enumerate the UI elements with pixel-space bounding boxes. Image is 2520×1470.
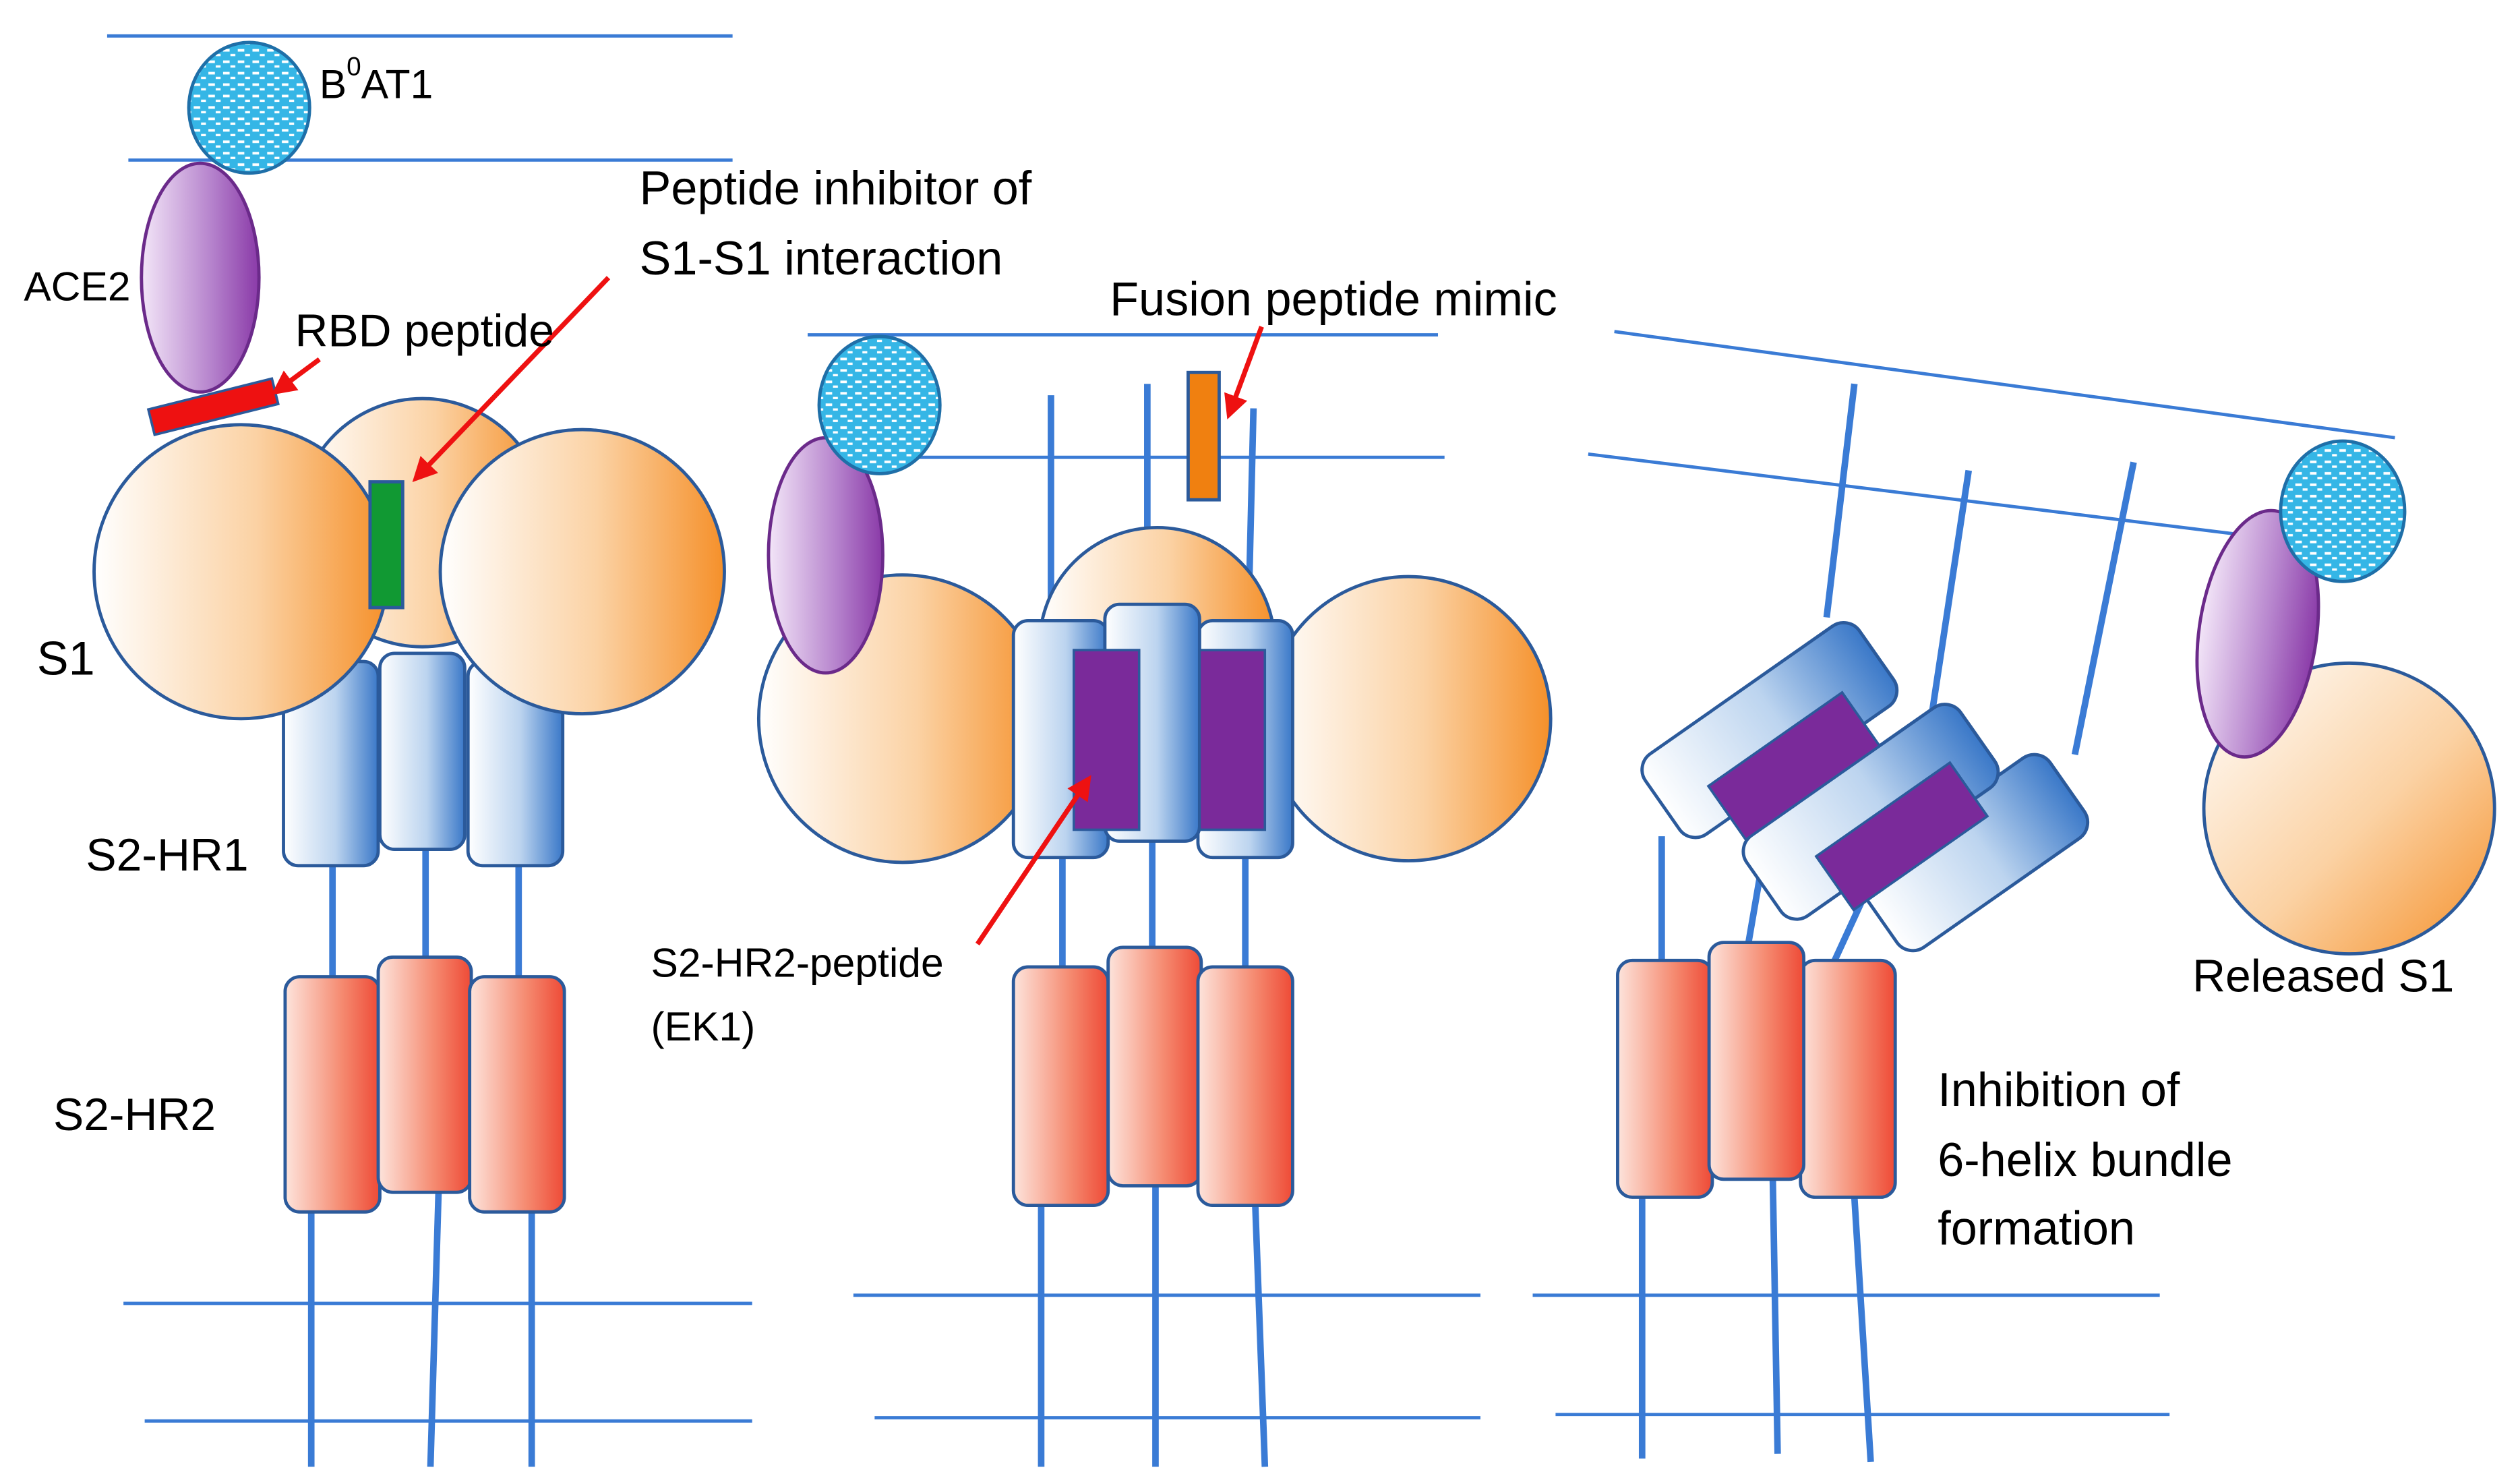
- host-membrane-right-top: [1614, 330, 2395, 440]
- hr1-helix-icon: [378, 651, 467, 851]
- p2-hr2-helices: [1011, 945, 1294, 1208]
- s1-subunit-icon: [438, 428, 726, 715]
- p1-hr2-helices: [283, 955, 566, 1214]
- fusion-peptide-mimic-icon: [1186, 370, 1221, 502]
- hr2-peptide-icon: [1198, 649, 1267, 831]
- s1-subunit-icon: [1265, 575, 1553, 862]
- p1-hr1-helices: [282, 651, 565, 868]
- hr2-helix-icon: [283, 975, 382, 1214]
- s1s1-inhibitor-label-line1: Peptide inhibitor of: [640, 161, 1032, 214]
- p1-s1-subunits: [92, 396, 726, 721]
- s2-hr2-peptide-label-line1: S2-HR2-peptide: [651, 939, 944, 985]
- s1s1-inhibitor-label-line2: S1-S1 interaction: [640, 231, 1003, 285]
- ace2-receptor-icon: [140, 161, 261, 394]
- hr2-helix-icon: [1011, 965, 1110, 1208]
- p2-lower-stalks: [1038, 836, 1269, 1467]
- hr2-helix-icon: [1799, 958, 1897, 1199]
- s1s1-inhibitor-peptide-icon: [368, 480, 404, 610]
- s1-label: S1: [37, 631, 95, 684]
- labels: B0AT1 ACE2 RBD peptide Peptide inhibitor…: [24, 52, 2454, 1254]
- hr2-helix-icon: [1707, 941, 1806, 1181]
- inhibition-label-line2: 6-helix bundle: [1938, 1133, 2232, 1186]
- inhibition-label-line3: formation: [1938, 1202, 2135, 1255]
- panel-prehairpin: [756, 326, 1553, 1467]
- s1-subunit-icon: [92, 423, 390, 721]
- hr2-helix-icon: [1616, 958, 1714, 1199]
- hr2-peptide-arrow-icon: [975, 775, 1091, 946]
- panel-six-helix-inhibition: [1616, 383, 2496, 1463]
- hr2-peptide-icon: [1814, 761, 1989, 912]
- ace2-label: ACE2: [24, 264, 130, 310]
- rbd-peptide-arrow-icon: [271, 357, 321, 395]
- fusion-peptide-arrow-icon: [1224, 326, 1264, 420]
- b0at1-transporter-icon: [817, 334, 942, 475]
- inhibition-label-line1: Inhibition of: [1938, 1063, 2180, 1116]
- hr2-helix-icon: [468, 975, 566, 1214]
- hr2-peptide-icon: [1073, 649, 1141, 831]
- s2-hr2-label: S2-HR2: [53, 1090, 216, 1140]
- s2-hr2-peptide-label-line2: (EK1): [651, 1003, 756, 1049]
- panel-prefusion: [92, 40, 726, 1467]
- hr2-helix-icon: [376, 955, 473, 1194]
- b0at1-transporter-icon: [187, 40, 311, 175]
- rbd-peptide-label: RBD peptide: [295, 306, 554, 357]
- p3-hr2-helices: [1616, 941, 1897, 1199]
- p3-hr1-helices: [1640, 621, 2090, 953]
- hr2-helix-icon: [1106, 945, 1203, 1187]
- p3-upper-stalks: [1823, 383, 2137, 756]
- fusion-peptide-mimic-label: Fusion peptide mimic: [1110, 272, 1557, 325]
- ace2-receptor-icon: [2195, 508, 2320, 759]
- hr2-peptide-icon: [1706, 690, 1882, 842]
- b0at1-transporter-icon: [2279, 439, 2407, 583]
- s2-hr1-label: S2-HR1: [86, 830, 248, 881]
- b0at1-label: B0AT1: [320, 52, 433, 107]
- released-s1-label: Released S1: [2192, 951, 2454, 1001]
- p1-stalks: [307, 846, 535, 1467]
- hr2-helix-icon: [1196, 965, 1294, 1208]
- s1s1-inhibitor-arrow-icon: [412, 276, 611, 482]
